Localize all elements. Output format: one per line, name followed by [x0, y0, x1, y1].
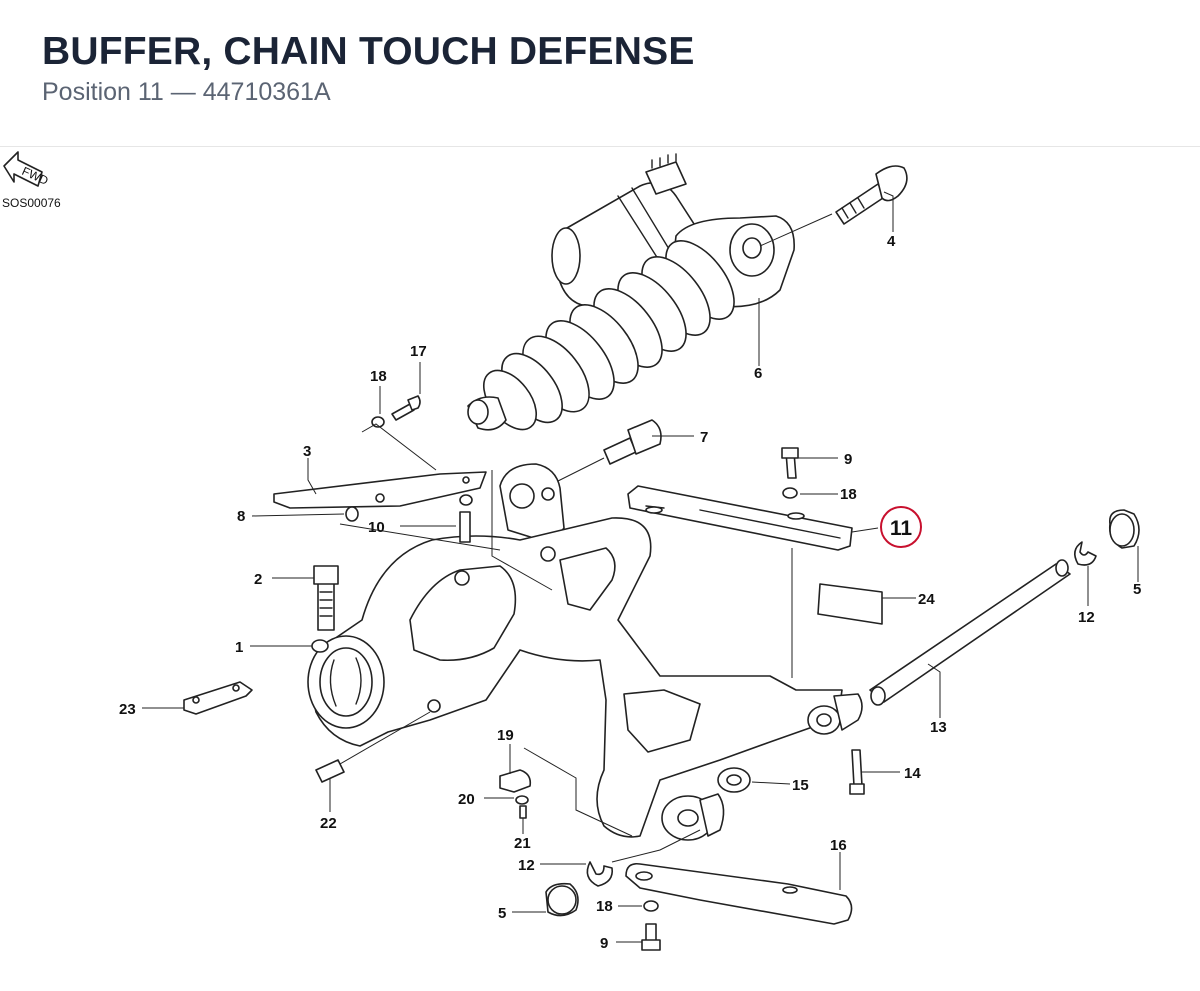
callout-9-upper: 9	[844, 451, 852, 468]
washer-18-right	[782, 487, 798, 499]
washer-8	[345, 506, 359, 522]
callout-21: 21	[514, 835, 531, 852]
shock-mount-bracket	[499, 463, 565, 541]
washer-18-lower	[643, 900, 659, 912]
nut-20	[515, 795, 529, 805]
cap-5-lower	[545, 882, 579, 917]
callout-3: 3	[303, 443, 311, 460]
callout-24: 24	[918, 591, 935, 608]
bushing-5-right	[1108, 509, 1140, 549]
callout-22: 22	[320, 815, 337, 832]
page-header: BUFFER, CHAIN TOUCH DEFENSE Position 11 …	[0, 0, 1200, 147]
swingarm	[307, 517, 863, 841]
callout-10: 10	[368, 519, 385, 536]
circlip-12-right	[1074, 541, 1097, 566]
plate-23	[183, 681, 253, 715]
circlip-12-lower	[586, 861, 614, 887]
callout-2: 2	[254, 571, 262, 588]
callout-4: 4	[887, 233, 896, 250]
callout-19: 19	[497, 727, 514, 744]
callout-5-lower: 5	[498, 905, 506, 922]
callout-12-lower: 12	[518, 857, 535, 874]
callout-labels: 4 6 7 3 17 18 8 10 2 1 23 22 19 20 21 12…	[119, 233, 1141, 952]
bolt-4	[759, 165, 908, 247]
washer-15	[717, 767, 751, 793]
bracket-3	[273, 471, 487, 509]
callout-8: 8	[237, 508, 245, 525]
callout-7: 7	[700, 429, 708, 446]
washer-1	[311, 639, 329, 653]
cable-clip-19	[499, 769, 532, 793]
screw-10	[459, 511, 471, 543]
callout-18-lower: 18	[596, 898, 613, 915]
bolt-7	[555, 419, 662, 483]
fwd-arrow-icon: FWD	[3, 151, 51, 188]
highlight-ring	[880, 506, 922, 548]
highlighted-callout-11[interactable]: 11	[880, 506, 922, 548]
shock-absorber	[467, 153, 795, 431]
lower-buffer-16	[625, 862, 853, 925]
callout-17: 17	[410, 343, 427, 360]
bolt-14	[851, 749, 863, 787]
callout-1: 1	[235, 639, 243, 656]
label-plate-24	[817, 583, 883, 625]
page-subtitle: Position 11 — 44710361A	[42, 78, 331, 106]
callout-6: 6	[754, 365, 762, 382]
callout-18-right: 18	[840, 486, 857, 503]
callout-20: 20	[458, 791, 475, 808]
bolt-2	[313, 565, 339, 631]
pivot-axle-13	[869, 559, 1071, 706]
callout-23: 23	[119, 701, 136, 718]
callout-11: 11	[890, 517, 913, 540]
screw-21	[519, 805, 527, 819]
bolt-22	[315, 759, 345, 783]
callout-16: 16	[830, 837, 847, 854]
callout-5-right: 5	[1133, 581, 1141, 598]
callout-13: 13	[930, 719, 947, 736]
callout-9-lower: 9	[600, 935, 608, 952]
callout-12-right: 12	[1078, 609, 1095, 626]
chain-buffer-11	[627, 485, 853, 551]
callout-18-a: 18	[370, 368, 387, 385]
callout-leaders	[142, 191, 1139, 943]
reference-code: SOS00076	[2, 196, 61, 210]
callout-14: 14	[904, 765, 921, 782]
callout-15: 15	[792, 777, 809, 794]
bolt-17	[391, 395, 421, 421]
page-title: BUFFER, CHAIN TOUCH DEFENSE	[42, 30, 695, 73]
